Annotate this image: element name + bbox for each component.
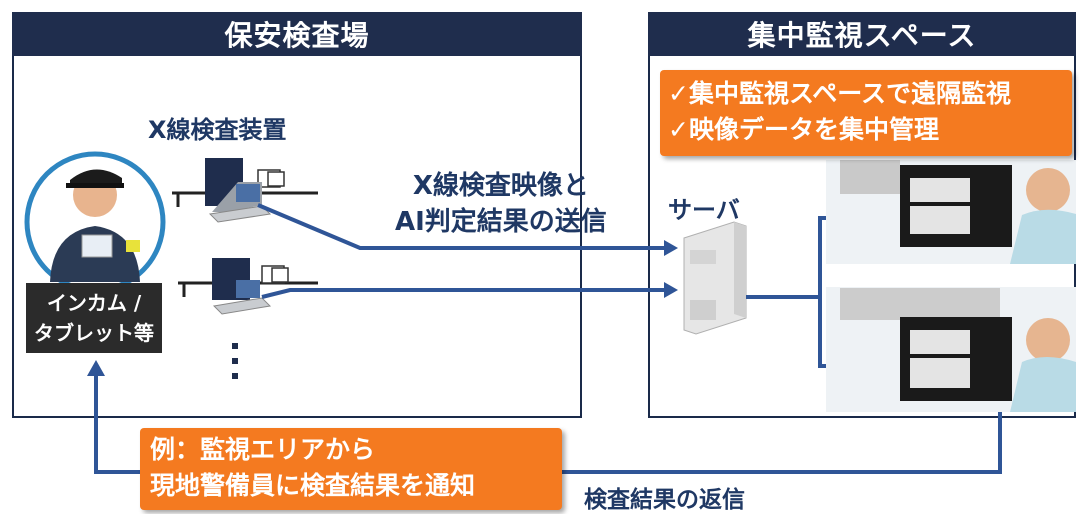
return-label: 検査結果の返信 (584, 487, 745, 513)
monitoring-callout: ✓集中監視スペースで遠隔監視 ✓映像データを集中管理 (660, 70, 1072, 156)
send-arrowhead-2 (664, 282, 678, 298)
callout-line1: ✓集中監視スペースで遠隔監視 (668, 79, 1011, 108)
send-label-line1: X線検査映像と (412, 171, 589, 201)
device-label-line1: インカム / (46, 291, 142, 315)
monitoring-workstation-1-image (826, 160, 1076, 264)
send-label-line2: AI判定結果の送信 (395, 207, 607, 237)
example-line1: 例：監視エリアから (150, 435, 376, 464)
xray-scanner-2-icon (178, 258, 318, 315)
server-label: サーバ (668, 196, 740, 224)
monitoring-space-title: 集中監視スペース (648, 12, 1076, 56)
more-scanners-ellipsis (232, 343, 238, 379)
example-callout: 例：監視エリアから 現地警備員に検査結果を通知 (140, 428, 562, 510)
xray-scanner-1-icon (172, 158, 318, 223)
security-checkpoint-title: 保安検査場 (12, 12, 582, 56)
device-label-line2: タブレット等 (34, 321, 154, 345)
xray-title: X線検査装置 (148, 116, 287, 144)
device-label-box: インカム / タブレット等 (26, 283, 162, 353)
monitoring-workstation-2-image (826, 287, 1076, 412)
return-arrowhead (87, 360, 105, 376)
example-line2: 現地警備員に検査結果を通知 (150, 471, 476, 500)
send-arrowhead-1 (664, 240, 678, 256)
send-label: X線検査映像と AI判定結果の送信 (395, 168, 607, 240)
callout-line2: ✓映像データを集中管理 (668, 115, 939, 144)
security-officer-icon (24, 151, 166, 293)
server-icon (683, 221, 747, 335)
